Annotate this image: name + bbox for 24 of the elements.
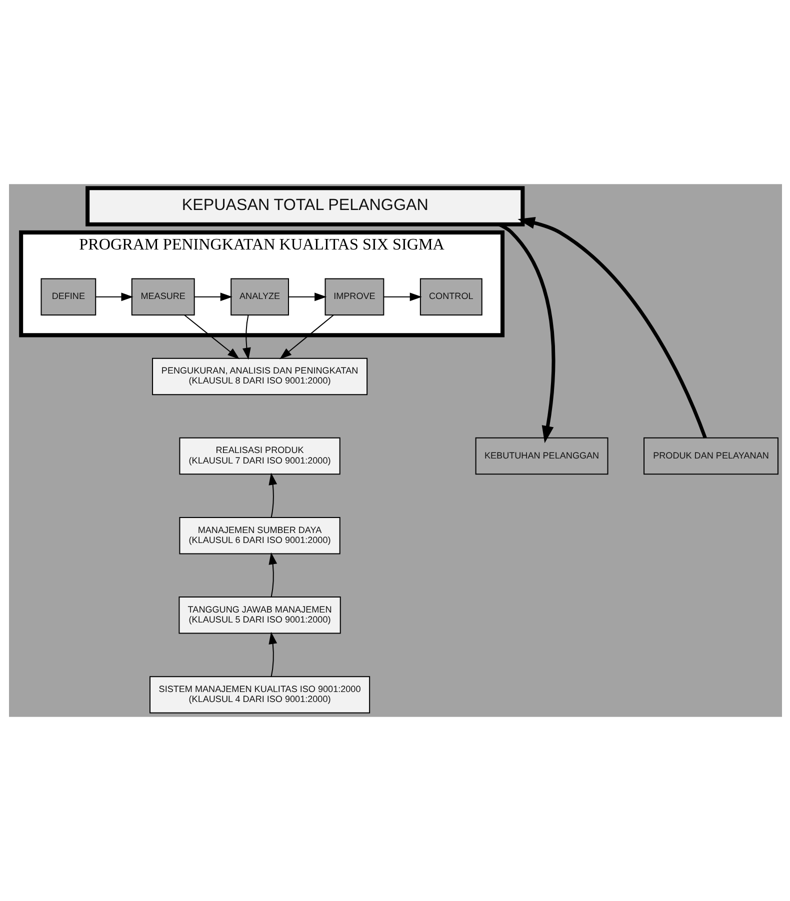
node-box: SISTEM MANAJEMEN KUALITAS ISO 9001:2000 (KLAUSUL 4 DARI ISO 9001:2000) (149, 676, 370, 714)
node-box: DEFINE (40, 278, 96, 316)
node-box: TANGGUNG JAWAB MANAJEMEN (KLAUSUL 5 DARI ISO 9001:2000) (178, 596, 340, 634)
arrow (242, 315, 250, 360)
arrow (194, 292, 232, 302)
arrow (268, 632, 277, 677)
node-box: PRODUK DAN PELAYANAN (643, 437, 778, 475)
node-box: KEPUASAN TOTAL PELANGGAN (85, 186, 524, 226)
arrow (279, 314, 334, 360)
arrow (517, 217, 706, 438)
node-box: REALISASI PRODUK (KLAUSUL 7 DARI ISO 9001:2000) (178, 437, 340, 475)
node-box: ANALYZE (230, 278, 288, 316)
arrow (268, 472, 277, 518)
arrow (95, 292, 133, 302)
arrow (268, 552, 277, 598)
node-box: CONTROL (419, 278, 482, 316)
node-box: PENGUKURAN, ANALISIS DAN PENINGKATAN (KLAUSUL 8 DARI ISO 9001:2000) (152, 358, 368, 396)
arrow (288, 292, 326, 302)
node-box: MEASURE (130, 278, 194, 316)
arrow (383, 292, 422, 302)
node-box: MANAJEMEN SUMBER DAYA (KLAUSUL 6 DARI ISO 9001:2000) (178, 516, 340, 554)
arrow (184, 314, 240, 360)
node-box: KEBUTUHAN PELANGGAN (474, 437, 608, 475)
node-box: IMPROVE (324, 278, 384, 316)
